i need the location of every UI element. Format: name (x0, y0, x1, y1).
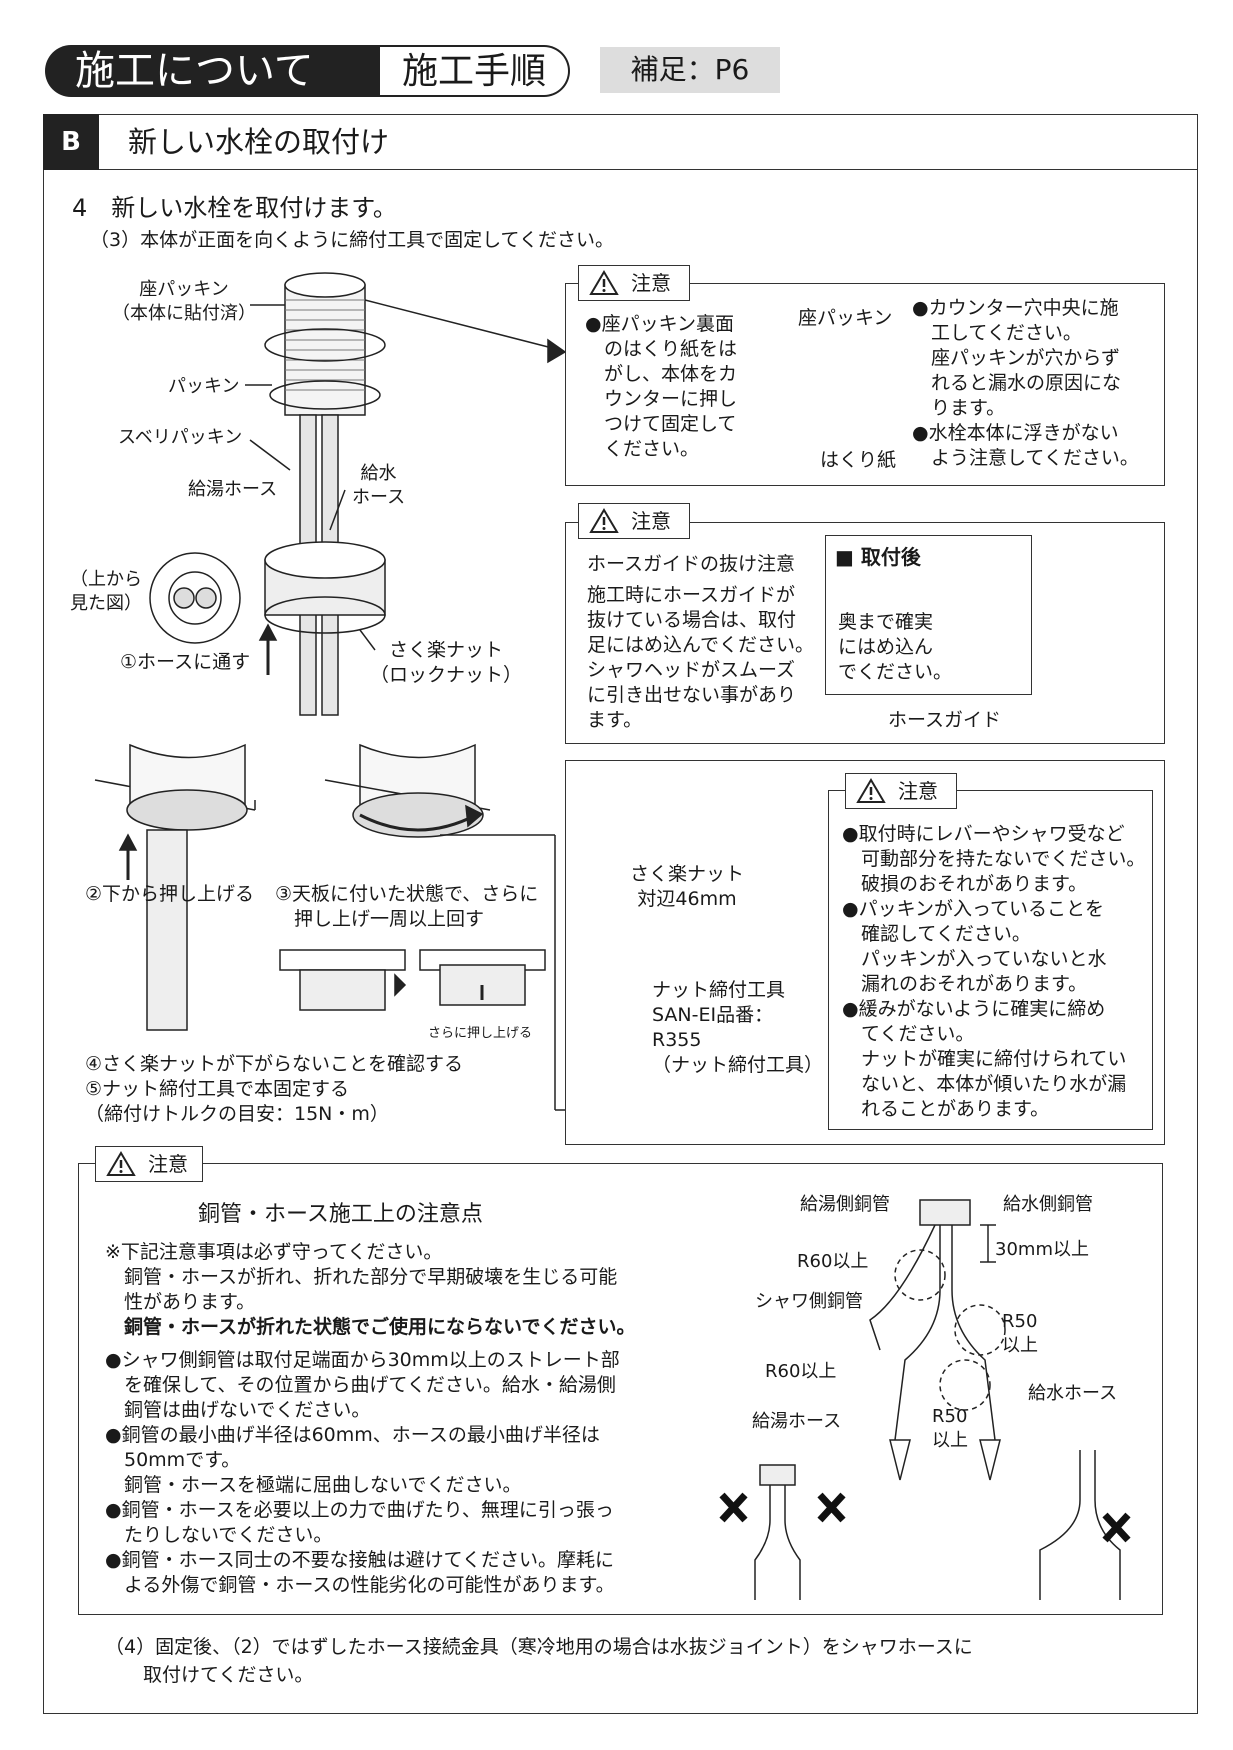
d-r50-a: R50 以上 (1002, 1311, 1038, 1356)
caution2-title: ホースガイドの抜け注意 (587, 553, 796, 575)
caution1-za-label: 座パッキン (798, 307, 893, 329)
caution-label-3: 注意 (148, 1152, 188, 1176)
caution-label-2: 注意 (631, 509, 671, 533)
label-za-packing: 座パッキン （本体に貼付済） (112, 279, 256, 324)
d-r60-a: R60以上 (797, 1251, 869, 1272)
caution2-after-box (825, 535, 1032, 695)
step-title: 4 新しい水栓を取付けます。 (72, 194, 397, 222)
header-reference: 補足：P6 (600, 47, 780, 93)
d-r50-b: R50 以上 (932, 1406, 968, 1451)
caution2-hose-guide-label: ホースガイド (888, 709, 1002, 731)
caution2-after-body: 奥まで確実 にはめ込ん でください。 (838, 611, 953, 683)
d-r60-b: R60以上 (765, 1361, 837, 1382)
caution-tag-2: 注意 (578, 503, 690, 539)
caution2-after-title: ■ 取付後 (835, 545, 921, 569)
d-shower-pipe: シャワ側銅管 (755, 1291, 863, 1312)
content-frame (43, 114, 1198, 1714)
d-kyuto-hose: 給湯ホース (752, 1411, 842, 1432)
header-main-title: 施工について (45, 45, 385, 97)
warning-icon (856, 778, 886, 803)
caution-tag-3: 注意 (95, 1146, 203, 1182)
label-suberi-packing: スベリパッキン (118, 427, 243, 448)
section-letter: B (43, 114, 99, 170)
caution3-bullets: ●シャワ側銅管は取付足端面から30mm以上のストレート部 を確保して、その位置か… (105, 1349, 620, 1596)
label-sakuraku-nut: さく楽ナット （ロックナット） (370, 639, 523, 686)
d-kyusui-pipe: 給水側銅管 (1003, 1194, 1093, 1215)
label-steps-4-5: ④さく楽ナットが下がらないことを確認する ⑤ナット締付工具で本固定する （締付け… (85, 1053, 464, 1125)
label-step3: ③天板に付いた状態で、さらに 押し上げ一周以上回す (275, 883, 539, 930)
tool-caution-box (828, 790, 1153, 1130)
label-kyuto-hose: 給湯ホース (188, 479, 278, 500)
warning-icon (589, 508, 619, 533)
step-subtitle: （3）本体が正面を向くように締付工具で固定してください。 (90, 229, 614, 251)
caution-tag-1: 注意 (578, 265, 690, 301)
section-title: 新しい水栓の取付け (128, 125, 390, 159)
header-sub-title: 施工手順 (380, 45, 570, 97)
tool-nut-label: さく楽ナット 対辺46mm (630, 863, 745, 910)
label-packing: パッキン (168, 376, 240, 397)
caution3-bold: 銅管・ホースが折れた状態でご使用にならないでください。 (105, 1316, 636, 1338)
d-kyuto-pipe: 給湯側銅管 (800, 1194, 890, 1215)
tool-label: ナット締付工具 SAN-EI品番： R355 （ナット締付工具） (652, 979, 824, 1076)
d-30mm: 30mm以上 (995, 1239, 1089, 1260)
caution-label-1: 注意 (631, 271, 671, 295)
caution-tag-tool: 注意 (845, 773, 957, 809)
section-bar (43, 114, 1198, 170)
caution1-hakuri-label: はくり紙 (820, 449, 897, 471)
caution-box-3 (78, 1163, 1163, 1615)
footer-text: （4）固定後、（2）ではずしたホース接続金具（寒冷地用の場合は水抜ジョイント）を… (105, 1636, 973, 1686)
warning-icon (589, 270, 619, 295)
caution1-left-text: ●座パッキン裏面 のはくり紙をは がし、本体をカ ウンターに押し つけて固定して… (585, 313, 738, 460)
d-kyusui-hose: 給水ホース (1028, 1383, 1118, 1404)
caution-label-tool: 注意 (898, 779, 938, 803)
label-step1: ①ホースに通す (120, 651, 251, 673)
label-top-view: （上から 見た図） (70, 569, 142, 614)
caution2-body: 施工時にホースガイドが 抜けている場合は、取付 足にはめ込んでください。 シャワ… (587, 584, 815, 731)
caution3-title: 銅管・ホース施工上の注意点 (198, 1202, 483, 1227)
label-step2: ②下から押し上げる (85, 883, 255, 905)
tool-caution-body: ●取付時にレバーやシャワ受など 可動部分を持たないでください。 破損のおそれがあ… (842, 823, 1146, 1120)
caution3-intro: ※下記注意事項は必ず守ってください。 銅管・ホースが折れ、折れた部分で早期破壊を… (105, 1241, 618, 1313)
caution1-right-text: ●カウンター穴中央に施 工してください。 座パッキンが穴からず れると漏水の原因… (912, 297, 1139, 469)
label-sara-ni: さらに押し上げる (428, 1026, 533, 1041)
warning-icon (106, 1151, 136, 1176)
label-kyusui-hose: 給水 ホース (352, 463, 406, 508)
caution-box-1 (565, 283, 1165, 486)
